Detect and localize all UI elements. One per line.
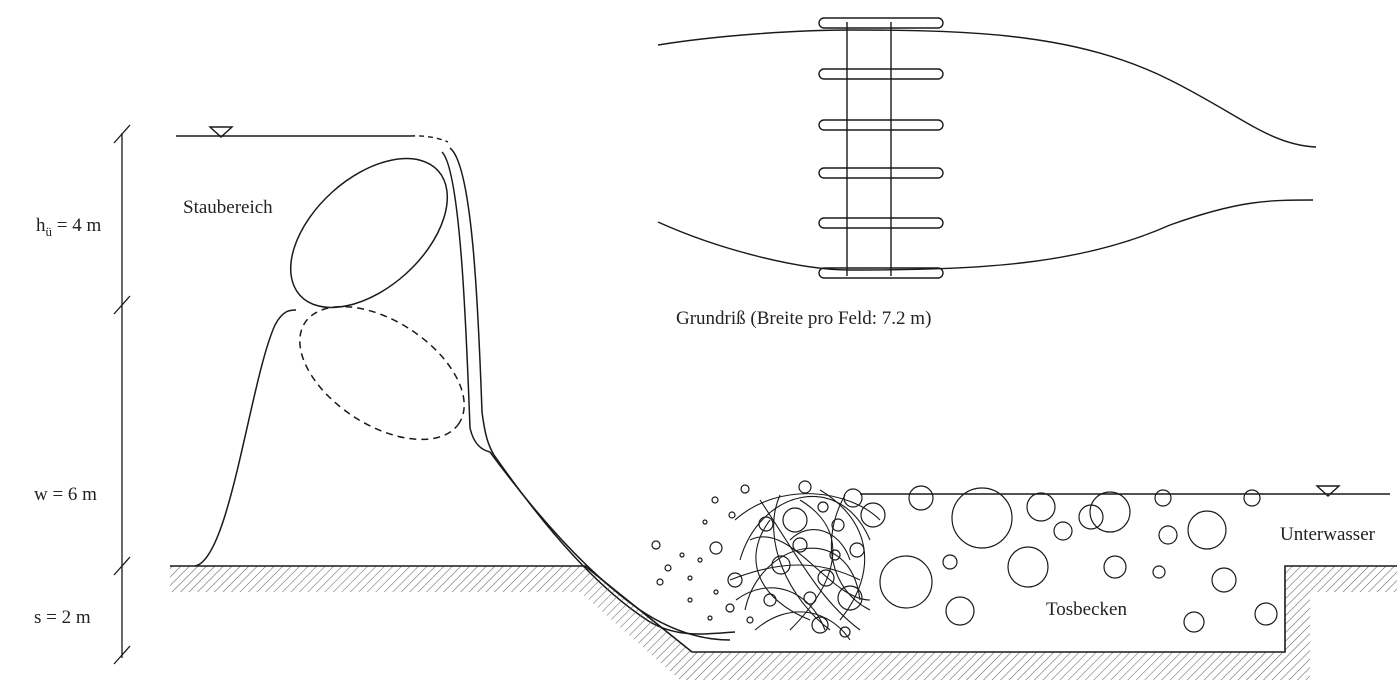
- bubble: [829, 549, 841, 561]
- bubble: [1158, 525, 1178, 545]
- bubble: [740, 484, 750, 494]
- grundriss-caption: Grundriß (Breite pro Feld: 7.2 m): [676, 308, 932, 329]
- bubble: [1152, 565, 1166, 579]
- bubble: [1089, 491, 1131, 533]
- turbulence-swirls: [729, 489, 881, 641]
- staubereich-label: Staubereich: [183, 197, 273, 218]
- bubble: [782, 507, 808, 533]
- bubble: [849, 542, 865, 558]
- overflow-height-value: = 4 m: [52, 215, 102, 236]
- bubble: [942, 554, 958, 570]
- bubble: [758, 516, 774, 532]
- bubble: [697, 557, 703, 563]
- tailwater-surface: [860, 485, 1390, 497]
- bubble: [951, 487, 1013, 549]
- bubble: [1243, 489, 1261, 507]
- bubble: [727, 572, 743, 588]
- bubble: [811, 616, 829, 634]
- bubble: [798, 480, 812, 494]
- bubble: [656, 578, 664, 586]
- plan-view: [657, 17, 1317, 279]
- ground-line: [170, 565, 1397, 653]
- bubble: [651, 540, 661, 550]
- overflow-height-label: hü = 4 m: [36, 215, 101, 240]
- bubble: [831, 518, 845, 532]
- bubble: [713, 589, 719, 595]
- bubble: [728, 511, 736, 519]
- bubble: [879, 555, 933, 609]
- bubble: [746, 616, 754, 624]
- bubble: [763, 593, 777, 607]
- bubble: [679, 552, 685, 558]
- overflow-height-subscript: ü: [45, 223, 53, 239]
- bubble: [837, 585, 863, 611]
- bubble: [860, 502, 886, 528]
- unterwasser-label: Unterwasser: [1280, 524, 1375, 545]
- turbulence-bubbles: [651, 480, 1278, 638]
- bubble: [664, 564, 672, 572]
- weir-body: [194, 309, 297, 567]
- bubble: [1187, 510, 1227, 550]
- flap-gate: [289, 157, 465, 441]
- bubble: [908, 485, 934, 511]
- bubble: [817, 569, 835, 587]
- bubble: [1154, 489, 1172, 507]
- bubble: [1053, 521, 1073, 541]
- bubble: [1254, 602, 1278, 626]
- bubble: [1211, 567, 1237, 593]
- sill-height-label: s = 2 m: [34, 607, 91, 628]
- bubble: [711, 496, 719, 504]
- bubble: [1103, 555, 1127, 579]
- ground-hatch: [170, 566, 1397, 680]
- bubble: [1007, 546, 1049, 588]
- bubble: [839, 626, 851, 638]
- overflow-height-symbol: h: [36, 215, 46, 236]
- bubble: [687, 597, 693, 603]
- bubble: [687, 575, 693, 581]
- weir-height-label: w = 6 m: [34, 484, 97, 505]
- upstream-water-surface: [176, 126, 449, 143]
- bubble: [725, 603, 735, 613]
- bubble: [707, 615, 713, 621]
- dimension-line: [113, 124, 131, 665]
- bubble: [1026, 492, 1056, 522]
- bubble: [843, 488, 863, 508]
- bubble: [792, 537, 808, 553]
- bubble: [709, 541, 723, 555]
- bubble: [817, 501, 829, 513]
- bubble: [945, 596, 975, 626]
- bubble: [702, 519, 708, 525]
- tosbecken-label: Tosbecken: [1046, 599, 1127, 620]
- bubble: [1183, 611, 1205, 633]
